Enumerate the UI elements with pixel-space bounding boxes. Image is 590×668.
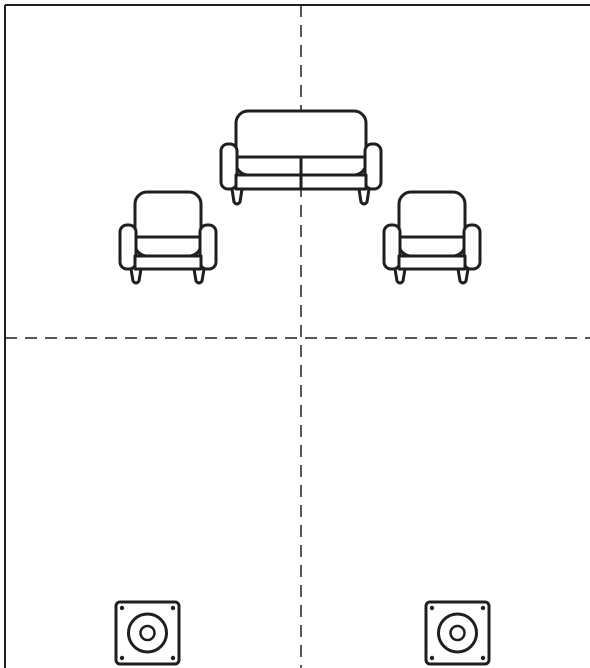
left-speaker-cabinet (114, 600, 181, 666)
left-armchair-left-leg (129, 267, 143, 285)
left-speaker-screw-bl (119, 655, 125, 661)
right-armchair-back (397, 190, 467, 258)
left-speaker-screw-br (170, 655, 176, 661)
right-speaker-cone (449, 624, 466, 642)
right-speaker-woofer (437, 612, 478, 654)
left-armchair-back (133, 190, 203, 258)
speaker-icon (424, 600, 491, 666)
left-speaker-screw-tl (119, 605, 125, 611)
left-armchair-seat-base (133, 254, 203, 271)
right-speaker-screw-tr (480, 605, 486, 611)
armchair-icon (382, 190, 482, 285)
right-armchair-left-arm (382, 223, 402, 271)
sofa-right-leg (357, 187, 371, 206)
right-speaker-screw-br (480, 655, 486, 661)
left-armchair-left-arm (118, 223, 138, 271)
right-armchair-seat-base (397, 254, 467, 271)
armchair-icon (118, 190, 218, 285)
left-armchair-right-arm (198, 223, 218, 271)
room-walls (4, 4, 590, 668)
speaker-icon (114, 600, 181, 666)
sofa-left-arm (219, 142, 239, 191)
right-speaker-screw-tl (429, 605, 435, 611)
right-armchair-right-leg (456, 267, 470, 285)
right-armchair-right-arm (462, 223, 482, 271)
left-armchair-right-leg (192, 267, 206, 285)
right-speaker-screw-bl (429, 655, 435, 661)
sofa-left-leg (230, 187, 244, 206)
center-guides (5, 5, 590, 668)
right-armchair-left-leg (393, 267, 407, 285)
left-speaker-woofer (127, 612, 168, 654)
right-speaker-cabinet (424, 600, 491, 666)
sofa-icon (219, 109, 383, 206)
left-speaker-cone (139, 624, 156, 642)
sofa-right-arm (363, 142, 383, 191)
left-speaker-screw-tr (170, 605, 176, 611)
